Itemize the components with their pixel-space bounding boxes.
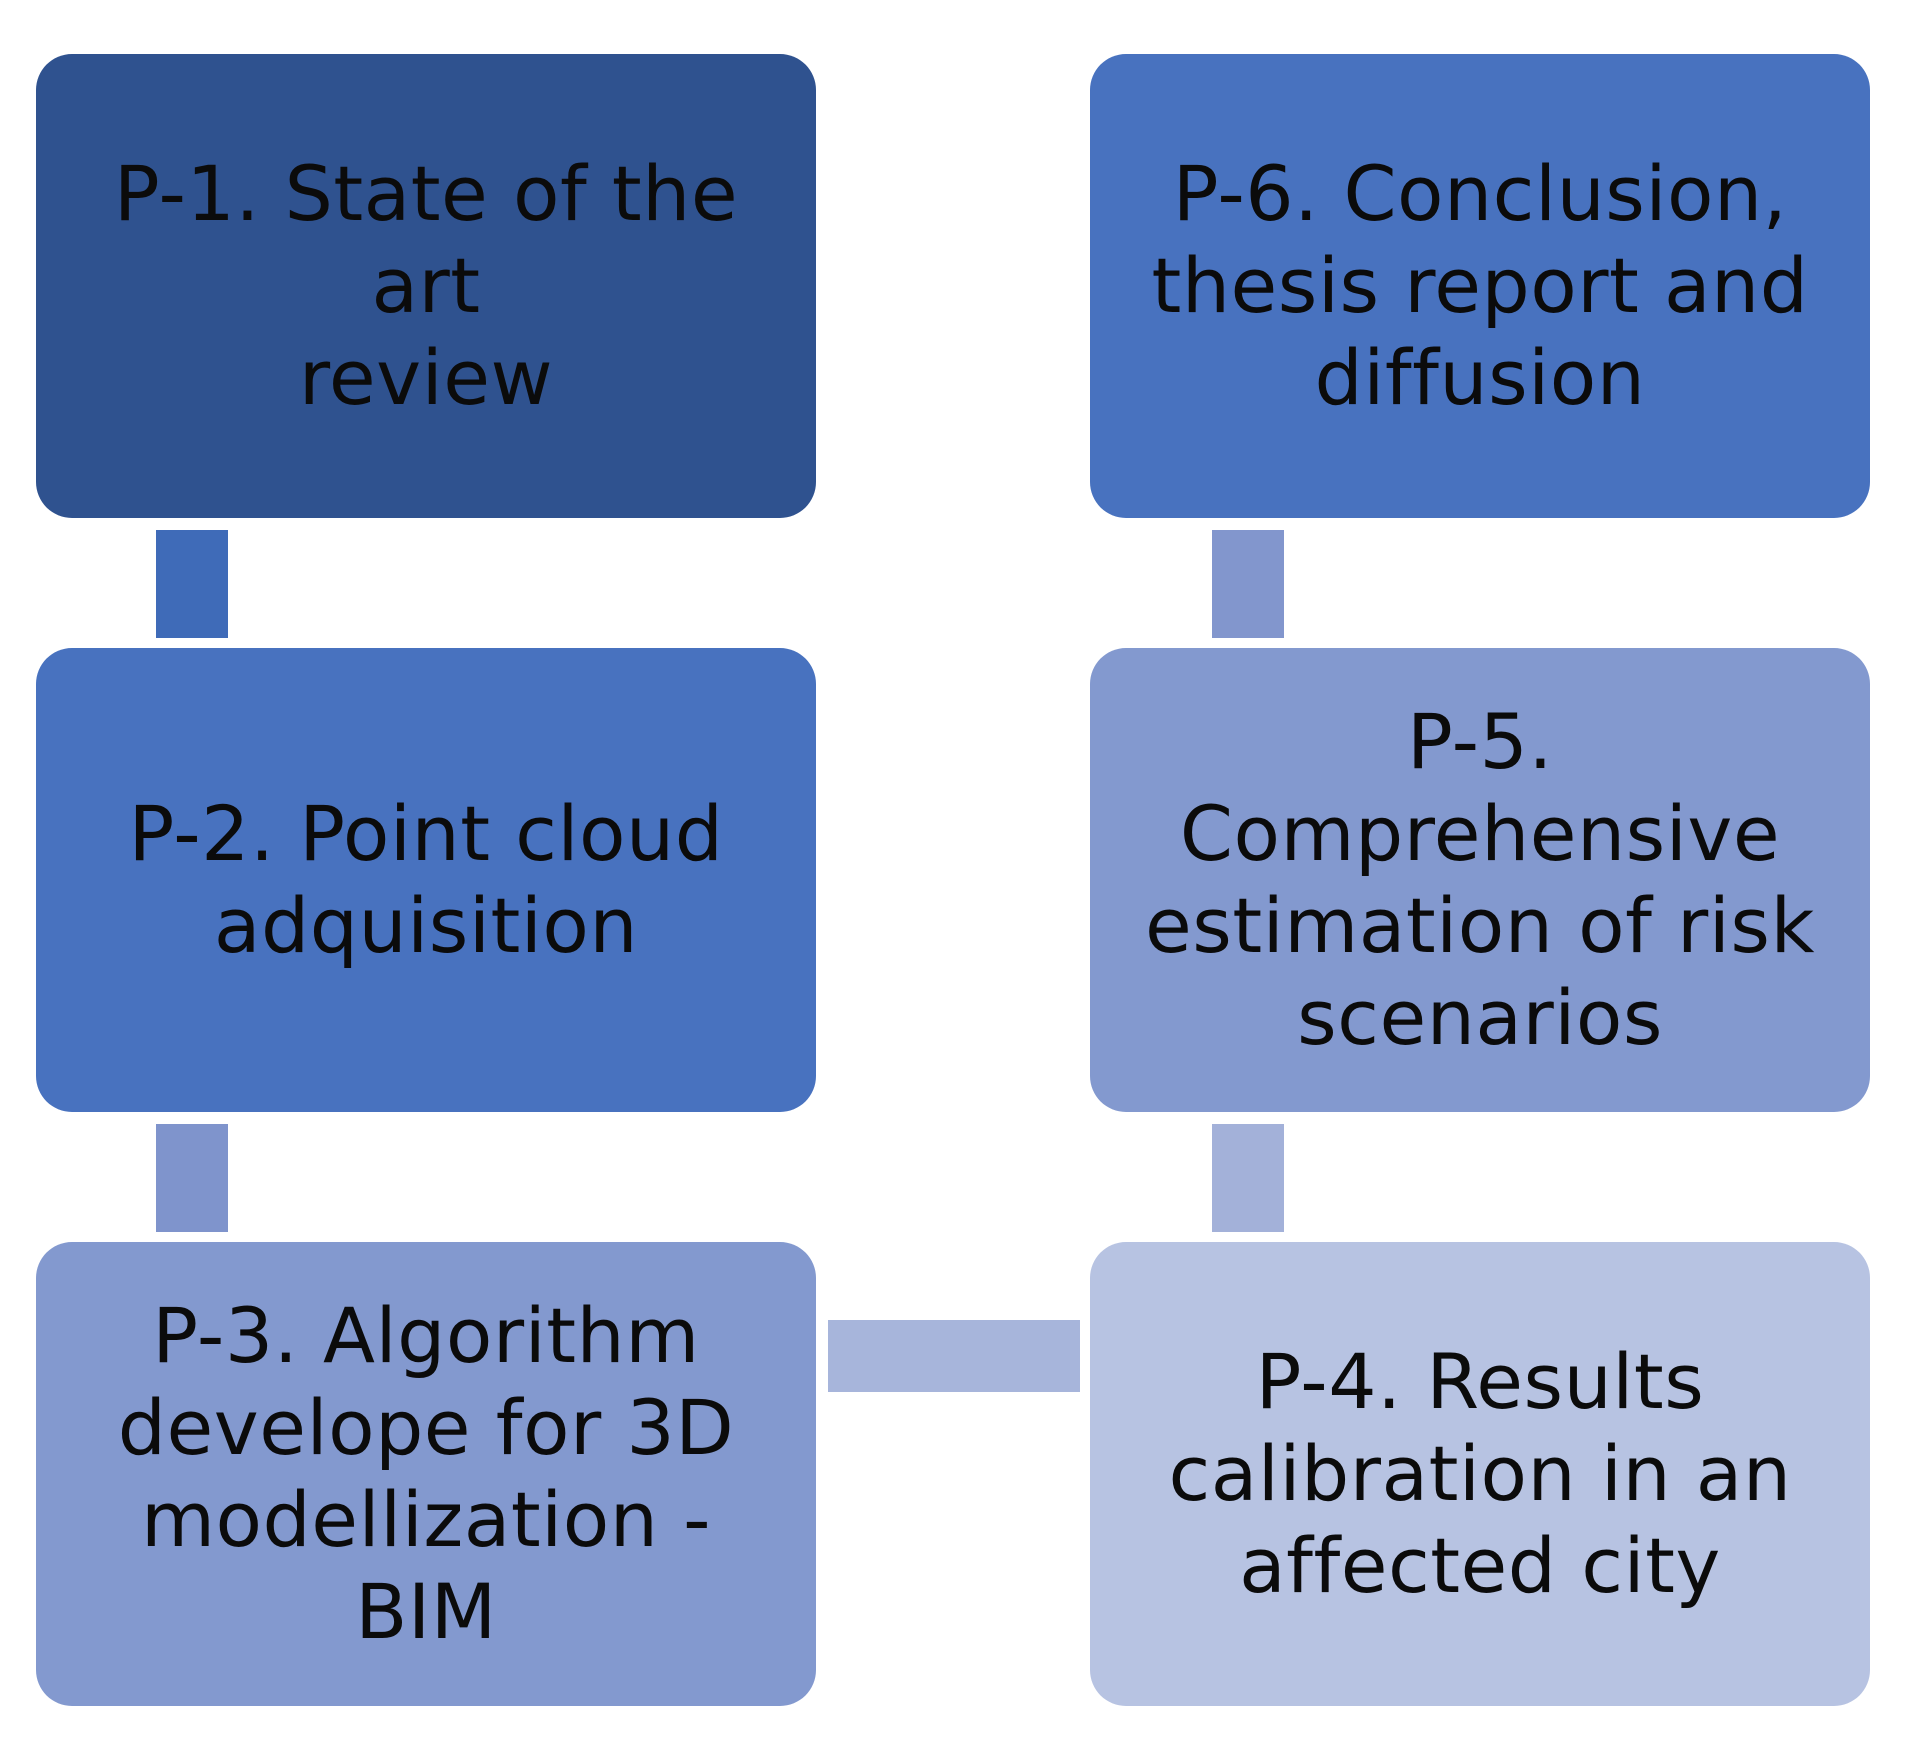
step-label-p6: P-6. Conclusion, thesis report and diffu… xyxy=(1151,149,1809,422)
step-box-p6: P-6. Conclusion, thesis report and diffu… xyxy=(1090,54,1870,518)
connector-p2-p3 xyxy=(156,1124,228,1232)
connector-p1-p2 xyxy=(156,530,228,638)
step-box-p2: P-2. Point cloud adquisition xyxy=(36,648,816,1112)
step-label-p2: P-2. Point cloud adquisition xyxy=(128,789,724,970)
step-label-p3: P-3. Algorithm develope for 3D modelliza… xyxy=(117,1291,735,1656)
step-box-p3: P-3. Algorithm develope for 3D modelliza… xyxy=(36,1242,816,1706)
step-box-p1: P-1. State of the art review xyxy=(36,54,816,518)
step-label-p5: P-5. Comprehensive estimation of risk sc… xyxy=(1145,697,1815,1062)
step-box-p5: P-5. Comprehensive estimation of risk sc… xyxy=(1090,648,1870,1112)
step-label-p4: P-4. Results calibration in an affected … xyxy=(1168,1337,1792,1610)
step-label-p1: P-1. State of the art review xyxy=(113,149,739,422)
connector-p4-p5 xyxy=(1212,1124,1284,1232)
connector-p5-p6 xyxy=(1212,530,1284,638)
step-box-p4: P-4. Results calibration in an affected … xyxy=(1090,1242,1870,1706)
connector-p3-p4 xyxy=(828,1320,1080,1392)
